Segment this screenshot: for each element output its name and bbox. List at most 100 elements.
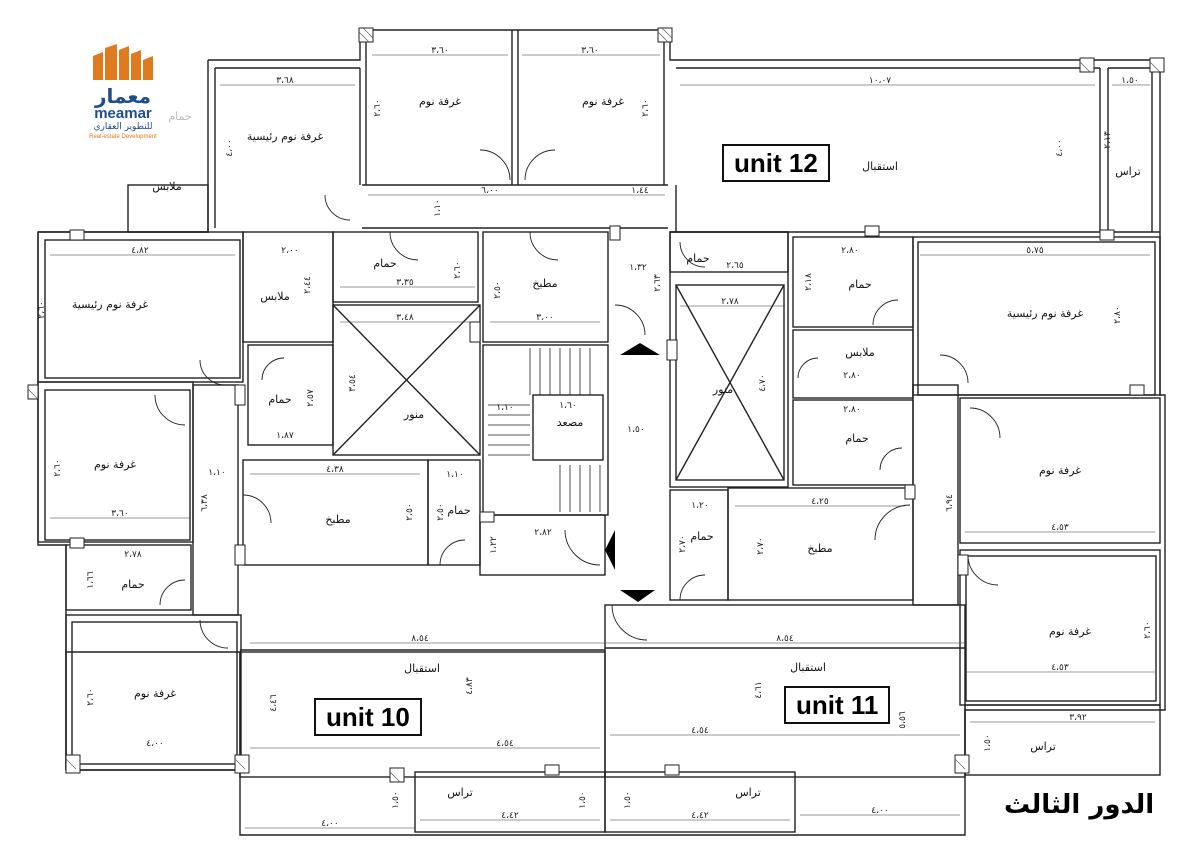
- room-bath-10b: حمام: [121, 578, 144, 591]
- room-bedroom-10: غرفة نوم: [134, 687, 176, 700]
- dim-label: ١،٦٦: [86, 571, 96, 589]
- dim-label: ٣،٣٥: [396, 278, 414, 288]
- dim-label: ٤،٠٠: [225, 139, 235, 156]
- room-bath-c1: حمام: [373, 257, 396, 270]
- dim-label: ٢،٥٠: [405, 503, 415, 520]
- room-bath-r1: حمام: [686, 252, 709, 265]
- floor-title: الدور الثالث: [1004, 790, 1155, 820]
- unit-12-label: unit 12: [722, 144, 830, 182]
- room-master-bedroom-tl: غرفة نوم رئيسية: [247, 130, 323, 143]
- room-closet-tl: ملابس: [152, 180, 182, 193]
- dim-label: ٦،٣٨: [200, 494, 210, 512]
- room-kitchen-10: مطبخ: [325, 513, 350, 526]
- room-bath-10: حمام: [447, 504, 470, 517]
- dim-label: ٦،٩٤: [945, 494, 955, 512]
- room-bedroom-top1: غرفة نوم: [419, 95, 461, 108]
- dim-label: ٤،٤٢: [691, 811, 709, 821]
- dim-label: ٤،٠٠: [321, 819, 338, 829]
- unit-11-label: unit 11: [784, 686, 891, 724]
- company-logo: معمار meamar للتطوير العقاري Real-estate…: [78, 42, 168, 152]
- room-elevator: مصعد: [557, 416, 584, 429]
- logo-latin-name: meamar: [94, 105, 152, 122]
- dim-label: ٤،٥٤: [691, 726, 709, 736]
- room-shaft-r: منور: [712, 383, 733, 396]
- dim-label: ٢،٦٠: [1143, 621, 1153, 638]
- dim-label: ١،١٠: [446, 470, 463, 480]
- dim-label: ١،٥٠: [391, 791, 401, 808]
- dim-label: ٤،٥٣: [1051, 663, 1069, 673]
- dim-label: ٢،٧٠: [756, 537, 766, 554]
- room-reception-12: استقبال: [862, 160, 898, 173]
- room-bedroom-r: غرفة نوم: [1039, 464, 1081, 477]
- room-bedroom-l: غرفة نوم: [94, 458, 136, 471]
- dim-label: ٢،٨٠: [1113, 306, 1123, 323]
- room-master-bedroom-l: غرفة نوم رئيسية: [72, 298, 148, 311]
- room-closet-r: ملابس: [845, 346, 875, 359]
- dim-label: ٣،٤٨: [396, 313, 414, 323]
- room-reception-11: استقبال: [790, 661, 826, 674]
- dim-label: ٣،٦٠: [111, 509, 128, 519]
- dim-label: ٢،٦٠: [53, 459, 63, 476]
- dim-label: ٢،٦٠: [453, 261, 463, 278]
- dim-label: ٢،٧٨: [721, 297, 739, 307]
- dim-label: ٢،٥٧: [306, 389, 316, 407]
- dim-label: ٢،٦٥: [726, 261, 744, 271]
- dim-label: ٢،٨٠: [843, 371, 860, 381]
- dim-label: ١،١٠: [433, 199, 443, 216]
- dim-label: ٨،٥٤: [776, 634, 794, 644]
- dim-label: ٥،٧٥: [1026, 246, 1044, 256]
- dim-label: ٤،٢٥: [811, 497, 829, 507]
- dim-label: ٣،٦٨: [276, 76, 294, 86]
- room-bedroom-top2: غرفة نوم: [582, 95, 624, 108]
- dim-label: ٣،٩٢: [1069, 713, 1087, 723]
- unit-10-label: unit 10: [314, 698, 422, 736]
- room-shaft-l: منور: [403, 408, 424, 421]
- dim-label: ١،٥٠: [627, 425, 644, 435]
- dim-label: ٤،٠٠: [146, 739, 163, 749]
- dim-label: ١،٣٢: [629, 263, 647, 273]
- dim-label: ١،٥٠: [623, 791, 633, 808]
- dim-label: ٥،٥٦: [898, 711, 908, 729]
- room-bath-tl: حمام: [168, 110, 191, 123]
- logo-tagline-en: Real-estate Development: [89, 134, 157, 140]
- dim-label: ١،٦٠: [559, 401, 576, 411]
- dim-label: ٢،٠٠: [281, 246, 298, 256]
- room-kitchen-11: مطبخ: [807, 542, 832, 555]
- outer-wall-top: [208, 29, 1161, 232]
- dim-label: ٤،٤٢: [501, 811, 519, 821]
- room-reception-10: استقبال: [404, 662, 440, 675]
- dim-label: ٤،٥٤: [496, 739, 514, 749]
- room-bath-r2: حمام: [848, 278, 871, 291]
- dim-label: ١،٥٠: [578, 791, 588, 808]
- dim-label: ٢،٦٠: [86, 688, 96, 705]
- dim-label: ٣،٦٠: [431, 46, 448, 56]
- building-logo-icon: [93, 44, 153, 80]
- dim-label: ٦،٠٠: [481, 186, 498, 196]
- room-bedroom-r2: غرفة نوم: [1049, 625, 1091, 638]
- dim-label: ١،١٠: [496, 403, 513, 413]
- dim-label: ٣،٥٤: [348, 374, 358, 392]
- room-kitchen-c: مطبخ: [532, 277, 557, 290]
- dim-label: ٤،٠٠: [871, 806, 888, 816]
- dim-label: ١،٥٠: [1121, 76, 1138, 86]
- room-terrace-r: تراس: [1030, 740, 1056, 753]
- dim-label: ٢،٦٠: [373, 99, 383, 116]
- room-closet-l: ملابس: [260, 290, 290, 303]
- dim-label: ٣،٦٠: [581, 46, 598, 56]
- room-bath-l2: حمام: [268, 393, 291, 406]
- dim-label: ٤،٧٠: [758, 374, 768, 391]
- room-terrace-10: تراس: [447, 786, 473, 799]
- dim-label: ٢،١٣: [1103, 131, 1113, 149]
- dim-label: ١،١٠: [208, 468, 225, 478]
- dim-label: ٢،٦٠: [37, 301, 47, 318]
- dim-label: ٤،٤٦: [269, 694, 279, 712]
- logo-tagline-ar: للتطوير العقاري: [93, 122, 153, 132]
- logo-arabic-name: معمار: [94, 84, 152, 108]
- dim-label: ٢،٨٠: [843, 405, 860, 415]
- dim-label: ٢،٧٠: [678, 535, 688, 552]
- dim-label: ٤،٨٣: [465, 677, 475, 695]
- dim-label: ٤،٥٣: [1051, 523, 1069, 533]
- dim-label: ٨،٥٤: [411, 634, 429, 644]
- dim-label: ١،٢٢: [489, 536, 499, 554]
